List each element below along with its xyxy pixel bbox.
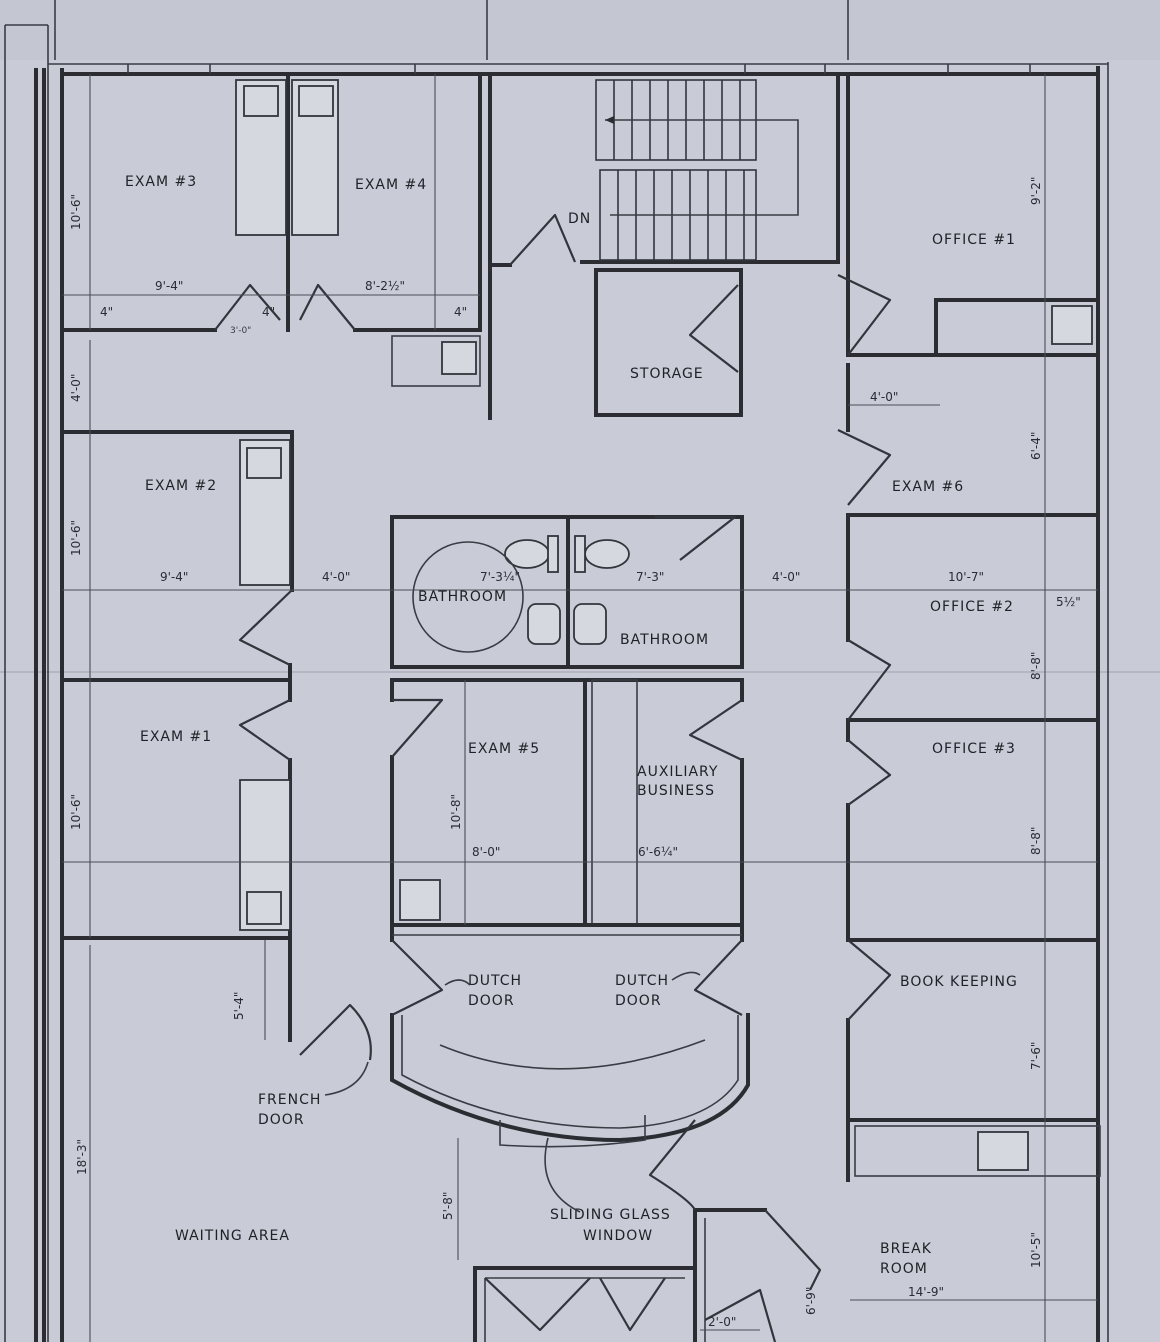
- dim-label: 5½": [1056, 595, 1081, 609]
- paper-top-strip: [0, 0, 1160, 60]
- dim-label: 10'-6": [69, 520, 83, 556]
- sliding-window-label-b: WINDOW: [583, 1228, 653, 1244]
- room-label-office1: OFFICE #1: [932, 232, 1016, 248]
- room-label-exam1: EXAM #1: [140, 729, 212, 745]
- dim-label: 8'-8": [1029, 652, 1043, 680]
- room-label-waiting-area: WAITING AREA: [175, 1228, 290, 1244]
- turning-circle: [412, 541, 524, 653]
- dim-label: 6'-4": [1029, 432, 1043, 460]
- room-label-exam5: EXAM #5: [468, 741, 540, 757]
- sink-icon: [977, 1131, 1029, 1171]
- room-label-bathroom-1: BATHROOM: [418, 589, 507, 605]
- dim-label: 10'-7": [948, 570, 984, 584]
- doors: [214, 213, 892, 1342]
- dim-label: 4": [454, 305, 467, 319]
- sink-icon: [441, 341, 477, 375]
- sink-icon: [399, 879, 441, 921]
- french-door-label-b: DOOR: [258, 1112, 305, 1128]
- dim-label: 4'-0": [69, 374, 83, 402]
- dim-label: 4'-0": [870, 390, 898, 404]
- dim-label: 8'-8": [1029, 827, 1043, 855]
- dim-label: 9'-4": [155, 279, 183, 293]
- french-door-label-a: FRENCH: [258, 1092, 321, 1108]
- dutch-door-label-1b: DOOR: [468, 993, 515, 1009]
- sink-icon: [298, 85, 334, 117]
- room-label-auxiliary: AUXILIARY: [637, 764, 718, 780]
- dim-label: 10'-6": [69, 794, 83, 830]
- dim-label: 4": [262, 305, 275, 319]
- leader-arrow: [444, 979, 471, 986]
- sink-icon: [246, 447, 282, 479]
- dim-label: 3'-0": [230, 326, 251, 336]
- room-label-exam6: EXAM #6: [892, 479, 964, 495]
- dim-label: 10'-6": [69, 194, 83, 230]
- dim-label: 10'-5": [1029, 1232, 1043, 1268]
- room-label-bookkeeping: BOOK KEEPING: [900, 974, 1018, 990]
- right-exterior-wall: [1096, 62, 1109, 1342]
- dimension-lines: [62, 74, 1098, 1342]
- staircase: [595, 79, 799, 261]
- dim-label: 6'-6¼": [638, 845, 678, 859]
- sink-icon: [573, 603, 607, 645]
- sliding-window-label-a: SLIDING GLASS: [550, 1207, 671, 1223]
- dim-label: 18'-3": [75, 1139, 89, 1175]
- sink-icon: [246, 891, 282, 925]
- dim-label: 8'-2½": [365, 279, 405, 293]
- dim-label: 7'-3¼": [480, 570, 520, 584]
- leader-arrow: [544, 1137, 581, 1213]
- dim-label: 4'-0": [322, 570, 350, 584]
- room-label-office3: OFFICE #3: [932, 741, 1016, 757]
- dim-label: 4'-0": [772, 570, 800, 584]
- sink-icon: [1051, 305, 1093, 345]
- toilet-icon: [584, 539, 630, 569]
- dim-label: 5'-4": [232, 992, 246, 1020]
- dim-label: 14'-9": [908, 1285, 944, 1299]
- room-label-exam3: EXAM #3: [125, 174, 197, 190]
- dim-label: 5'-8": [441, 1192, 455, 1220]
- dim-label: 10'-8": [449, 794, 463, 830]
- top-exterior-wall: [48, 63, 1108, 76]
- room-label-break: BREAK: [880, 1241, 932, 1257]
- arrow-icon: [605, 116, 614, 124]
- dim-label: 2'-0": [708, 1315, 736, 1329]
- left-exterior-wall: [4, 24, 64, 1342]
- dim-label: 4": [100, 305, 113, 319]
- toilet-tank: [547, 535, 559, 573]
- room-label-office2: OFFICE #2: [930, 599, 1014, 615]
- dutch-door-label-2a: DUTCH: [615, 973, 669, 989]
- leader-arrow: [671, 971, 701, 981]
- toilet-tank: [574, 535, 586, 573]
- room-label-exam4: EXAM #4: [355, 177, 427, 193]
- dim-label: 7'-6": [1029, 1042, 1043, 1070]
- room-label-business: BUSINESS: [637, 783, 715, 799]
- dim-label: 9'-4": [160, 570, 188, 584]
- room-label-bathroom-2: BATHROOM: [620, 632, 709, 648]
- dim-label: 8'-0": [472, 845, 500, 859]
- exam-fixtures: [235, 79, 1093, 1171]
- leader-arrow: [324, 1061, 369, 1096]
- dutch-door-label-1a: DUTCH: [468, 973, 522, 989]
- stair-down-label: DN: [568, 211, 591, 227]
- room-label-storage: STORAGE: [630, 366, 704, 382]
- dim-label: 9'-2": [1029, 177, 1043, 205]
- dim-label: 7'-3": [636, 570, 664, 584]
- sink-icon: [243, 85, 279, 117]
- room-label-room: ROOM: [880, 1261, 928, 1277]
- dim-label: 6'-9": [804, 1287, 818, 1315]
- room-label-exam2: EXAM #2: [145, 478, 217, 494]
- sink-icon: [527, 603, 561, 645]
- dutch-door-label-2b: DOOR: [615, 993, 662, 1009]
